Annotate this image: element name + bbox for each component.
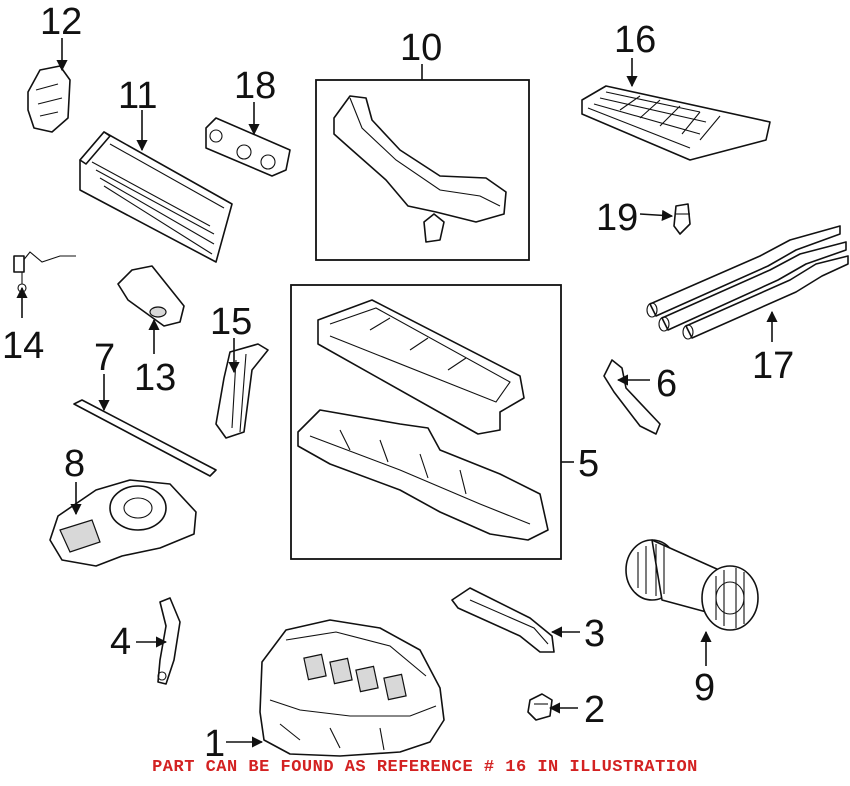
callout-18: 18	[234, 65, 276, 107]
part-7-seal-strip[interactable]	[73, 399, 217, 477]
callout-17: 17	[752, 345, 794, 387]
callout-9: 9	[694, 667, 715, 709]
callout-14: 14	[2, 325, 44, 367]
part-11-evaporator[interactable]	[79, 131, 233, 263]
callout-1: 1	[204, 723, 225, 765]
callout-13: 13	[134, 357, 176, 399]
part-4-bracket[interactable]	[157, 597, 181, 685]
part-15-duct-piece[interactable]	[215, 343, 269, 439]
callout-6: 6	[656, 363, 677, 405]
callout-15: 15	[210, 301, 252, 343]
callout-5: 5	[578, 443, 599, 485]
part-3-duct[interactable]	[451, 587, 555, 653]
callout-7: 7	[94, 337, 115, 379]
part-14-wire[interactable]	[13, 251, 76, 293]
leader-lines	[16, 38, 778, 748]
part-19-sensor[interactable]	[673, 203, 691, 235]
part-5-duct-assembly[interactable]	[297, 299, 549, 541]
callout-11: 11	[118, 75, 157, 117]
part-16-heater-core[interactable]	[581, 85, 771, 161]
callout-3: 3	[584, 613, 605, 655]
part-9-blower-motor[interactable]	[625, 539, 759, 631]
callout-2: 2	[584, 689, 605, 731]
part-6-bracket[interactable]	[603, 359, 661, 435]
footnote-reference-note: PART CAN BE FOUND AS REFERENCE # 16 IN I…	[152, 758, 698, 777]
part-8-blower-housing[interactable]	[49, 479, 197, 567]
callout-19: 19	[596, 197, 638, 239]
callout-16: 16	[614, 19, 656, 61]
part-2-resistor[interactable]	[527, 693, 553, 721]
part-12-bracket[interactable]	[27, 65, 71, 133]
callout-12: 12	[40, 1, 82, 43]
part-18-expansion-valve[interactable]	[205, 117, 291, 177]
group-frame-5	[290, 284, 562, 560]
callout-10: 10	[400, 27, 442, 69]
part-1-hvac-housing[interactable]	[259, 619, 445, 757]
part-13-bracket[interactable]	[117, 265, 185, 327]
part-10-upper-duct[interactable]	[333, 95, 507, 243]
callout-4: 4	[110, 621, 131, 663]
part-17-pipes[interactable]	[646, 225, 849, 340]
callout-8: 8	[64, 443, 85, 485]
